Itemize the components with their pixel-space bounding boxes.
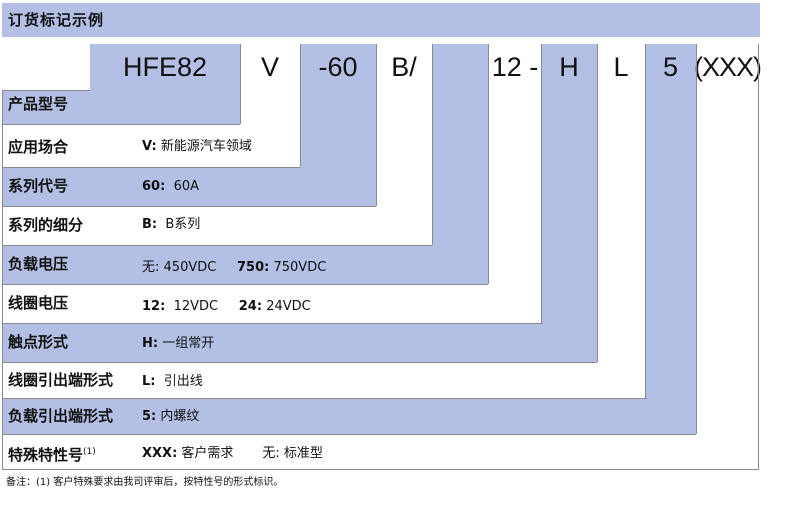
code-part-model: HFE82 [122,52,208,82]
row-label-coil-voltage: 线圈电压 [8,294,69,312]
option-key: 无: [262,446,280,461]
page-title: 订货标记示例 [2,3,760,37]
row-band-contact-form [2,324,597,362]
option-key: 750: [237,260,270,275]
row-label-series-code: 系列代号 [8,177,69,195]
option-key: 无: [142,260,160,275]
row-band-load-terminal [2,398,696,434]
row-desc-coil-voltage: 12: 12VDC 24: 24VDC [142,297,311,317]
option-value: 60A [173,179,199,194]
line-v-application [300,44,301,167]
row-band-load-voltage [2,246,488,284]
option-key: L: [142,374,156,389]
row-desc-subdivision: B: B系列 [142,215,200,235]
code-part-application: V [260,52,279,82]
line-h-row6 [2,323,543,324]
option-value: 新能源汽车领域 [160,139,252,154]
option-key: 24: [238,299,263,314]
option-key: H: [142,336,159,351]
option-value: 750VDC [273,260,327,275]
line-h-row9 [2,434,696,435]
code-part-coil-terminal: L [613,52,629,82]
line-v-left [2,90,3,470]
option-value: 标准型 [283,446,323,461]
code-part-series: -60 [318,52,358,82]
row-label-special: 特殊特性号(1) [8,442,96,465]
code-part-special: (XXX) [694,52,762,82]
row-desc-special: XXX: 客户需求 无: 标准型 [142,444,323,464]
band-contact-form [541,44,597,362]
option-key: B: [142,217,158,232]
code-part-coil-voltage: 12 - [491,52,539,82]
footnote-marker: (1) [83,447,96,457]
line-h-row4 [2,245,432,246]
row-desc-series-code: 60: 60A [142,177,199,197]
code-part-load-terminal: 5 [662,52,679,82]
line-v-contact [597,44,598,362]
line-h-row3 [2,206,376,207]
line-v-load-voltage [488,44,489,284]
row-label-coil-terminal: 线圈引出端形式 [8,371,114,389]
row-desc-application: V: 新能源汽车领域 [142,137,252,157]
row-desc-contact-form: H: 一组常开 [142,334,214,354]
option-value: 内螺纹 [160,409,200,424]
option-value: 引出线 [163,374,203,389]
row-desc-coil-terminal: L: 引出线 [142,372,203,392]
code-part-subdivision: B/ [391,52,417,82]
line-h-row8 [2,398,647,399]
line-v-subdivision [432,44,433,245]
line-v-coil-terminal [645,44,646,398]
line-v-load-terminal [696,44,697,434]
line-h-row2 [2,167,300,168]
row-label-subdivision: 系列的细分 [8,216,84,234]
line-h-row5 [2,284,488,285]
code-part-contact: H [559,52,579,82]
option-value: 24VDC [266,299,311,314]
option-value: 450VDC [163,260,217,275]
row-desc-load-voltage: 无: 450VDC 750: 750VDC [142,258,326,278]
line-h-row10 [2,469,758,470]
line-v-special [758,44,759,470]
option-key: 12: [142,299,166,314]
row-label-product-model: 产品型号 [8,95,69,113]
row-desc-load-terminal: 5: 内螺纹 [142,407,199,427]
option-value: 12VDC [173,299,219,314]
row-band-product-model [2,90,240,124]
option-value: B系列 [165,217,201,232]
row-label-application: 应用场合 [8,138,69,156]
footnote: 备注：(1) 客户特殊要求由我司评审后，按特性号的形式标识。 [6,477,284,488]
line-v-coil-voltage [541,44,542,323]
line-v-model [240,44,241,124]
row-label-contact-form: 触点形式 [8,333,69,351]
option-key: XXX: [142,446,178,461]
option-key: V: [142,139,157,154]
band-load-terminal [645,44,696,434]
option-value: 一组常开 [162,336,215,351]
line-h-row1 [2,124,240,125]
band-load-voltage [432,44,488,284]
row-label-load-terminal: 负载引出端形式 [8,407,114,425]
row-label-special-text: 特殊特性号 [8,446,84,464]
option-key: 5: [142,409,157,424]
row-band-series-code [2,168,376,206]
line-h-row7 [2,362,597,363]
option-key: 60: [142,179,166,194]
line-v-series [376,44,377,206]
option-value: 客户需求 [181,446,234,461]
row-label-load-voltage: 负载电压 [8,255,69,273]
line-h-code [2,90,90,91]
